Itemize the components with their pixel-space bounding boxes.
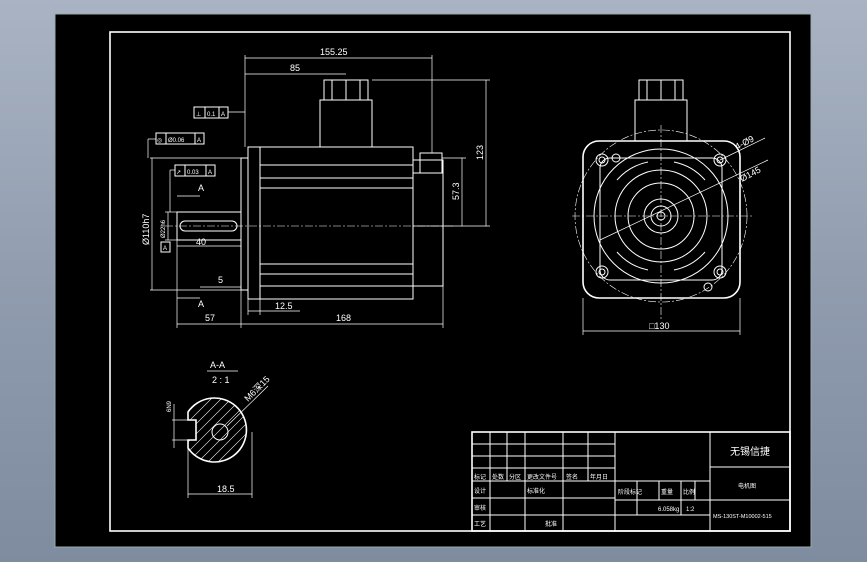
front-ring-outer [593,148,729,284]
dim-40: 40 [196,237,206,247]
keyway-end-left [179,220,186,232]
front-inner-square [599,157,723,281]
tb-row-genggai: 更改文件号 [527,473,557,481]
slot-1 [616,161,649,181]
dim-168: 168 [336,313,351,323]
dim-57-3: 57.3 [451,182,461,200]
dim-57: 57 [205,313,215,323]
slot-2 [673,161,706,181]
bolt-hole-bl [595,265,609,279]
bolt-hole-br [713,265,727,279]
leader-mhole [226,385,269,427]
tb-row-qianming: 签名 [566,473,578,481]
tb-scale: 1:2 [686,507,695,513]
svg-text:0.03: 0.03 [187,170,199,176]
drawing-frame [109,31,791,532]
tb-stage: 阶段标记 [618,488,642,496]
leader-pcd [599,159,769,241]
tb-company: 无锡信捷 [730,445,770,458]
tb-approve: 批准 [545,520,557,528]
front-ring-inner [627,182,695,250]
tb-standard: 标准化 [527,487,545,495]
tb-row-nianyueri: 年月日 [590,473,608,481]
slot-4 [616,251,649,271]
dim-keyw: 6N9 [167,400,173,412]
tb-scale-label: 比例 [683,488,695,496]
tol-concentricity: ◎ Ø0.06 A [147,132,205,158]
section-scale: 2 : 1 [212,375,230,385]
tb-part-name: 电机图 [738,482,756,490]
tb-row-fenqu: 分区 [509,473,521,481]
svg-text:0.1: 0.1 [207,112,216,118]
datum-box [160,241,171,253]
tb-weight: 6.058kg [658,507,679,513]
dim-5: 5 [218,275,223,285]
dim-123: 123 [475,145,485,160]
svg-text:⊥: ⊥ [196,111,201,118]
section-title: A-A [210,360,225,370]
slot-3 [673,251,706,271]
front-hub [643,198,679,234]
dim-18-5: 18.5 [217,484,235,494]
section-tapped-hole [211,423,229,441]
svg-text:Ø0.06: Ø0.06 [168,138,185,144]
dim-12-5: 12.5 [275,301,293,311]
screw-tl [611,153,621,163]
tb-weight-label: 重量 [661,488,673,496]
tb-row-biaoji: 标记 [474,473,486,481]
rear-cover [412,159,444,287]
bolt-hole-tl [595,153,609,167]
section-outline [187,397,248,463]
svg-text:↗: ↗ [176,170,181,176]
title-block: 标记 处数 分区 更改文件号 签名 年月日 设计 标准化 审核 工艺 批准 阶段… [471,431,791,532]
front-center-hole [656,211,666,221]
svg-text:A: A [197,138,201,144]
tb-design: 设计 [474,487,486,495]
bolt-hole-tr [713,153,727,167]
dim-110: Ø110h7 [141,214,151,245]
dim-22: Ø22h6 [161,219,167,238]
dim-155: 155.25 [320,47,348,57]
screw-br [703,282,713,292]
bolt-circle [574,129,748,303]
front-ring-mid [614,169,708,263]
dim-85: 85 [290,63,300,73]
section-label-bottom: A [198,299,204,309]
tb-row-chushu: 处数 [492,473,504,481]
svg-text:A: A [208,170,212,176]
tb-model: MS-130ST-M10002-515 [713,514,772,520]
svg-text:◎: ◎ [157,138,162,144]
tb-process: 工艺 [474,520,486,528]
tol-perpendicularity: ⊥ 0.1 A [193,106,245,119]
svg-text:A: A [221,112,225,118]
tol-runout: ↗ 0.03 A [169,164,216,212]
section-label-top: A [198,183,204,193]
dim-130: □130 [649,321,669,331]
keyway-end-right [231,220,238,232]
leader-holes [719,137,766,161]
side-view: 155.25 85 123 57.3 Ø110h7 Ø22h6 A 40 5 1… [141,47,490,328]
tb-check: 审核 [474,504,486,512]
datum-label: A [163,246,167,252]
